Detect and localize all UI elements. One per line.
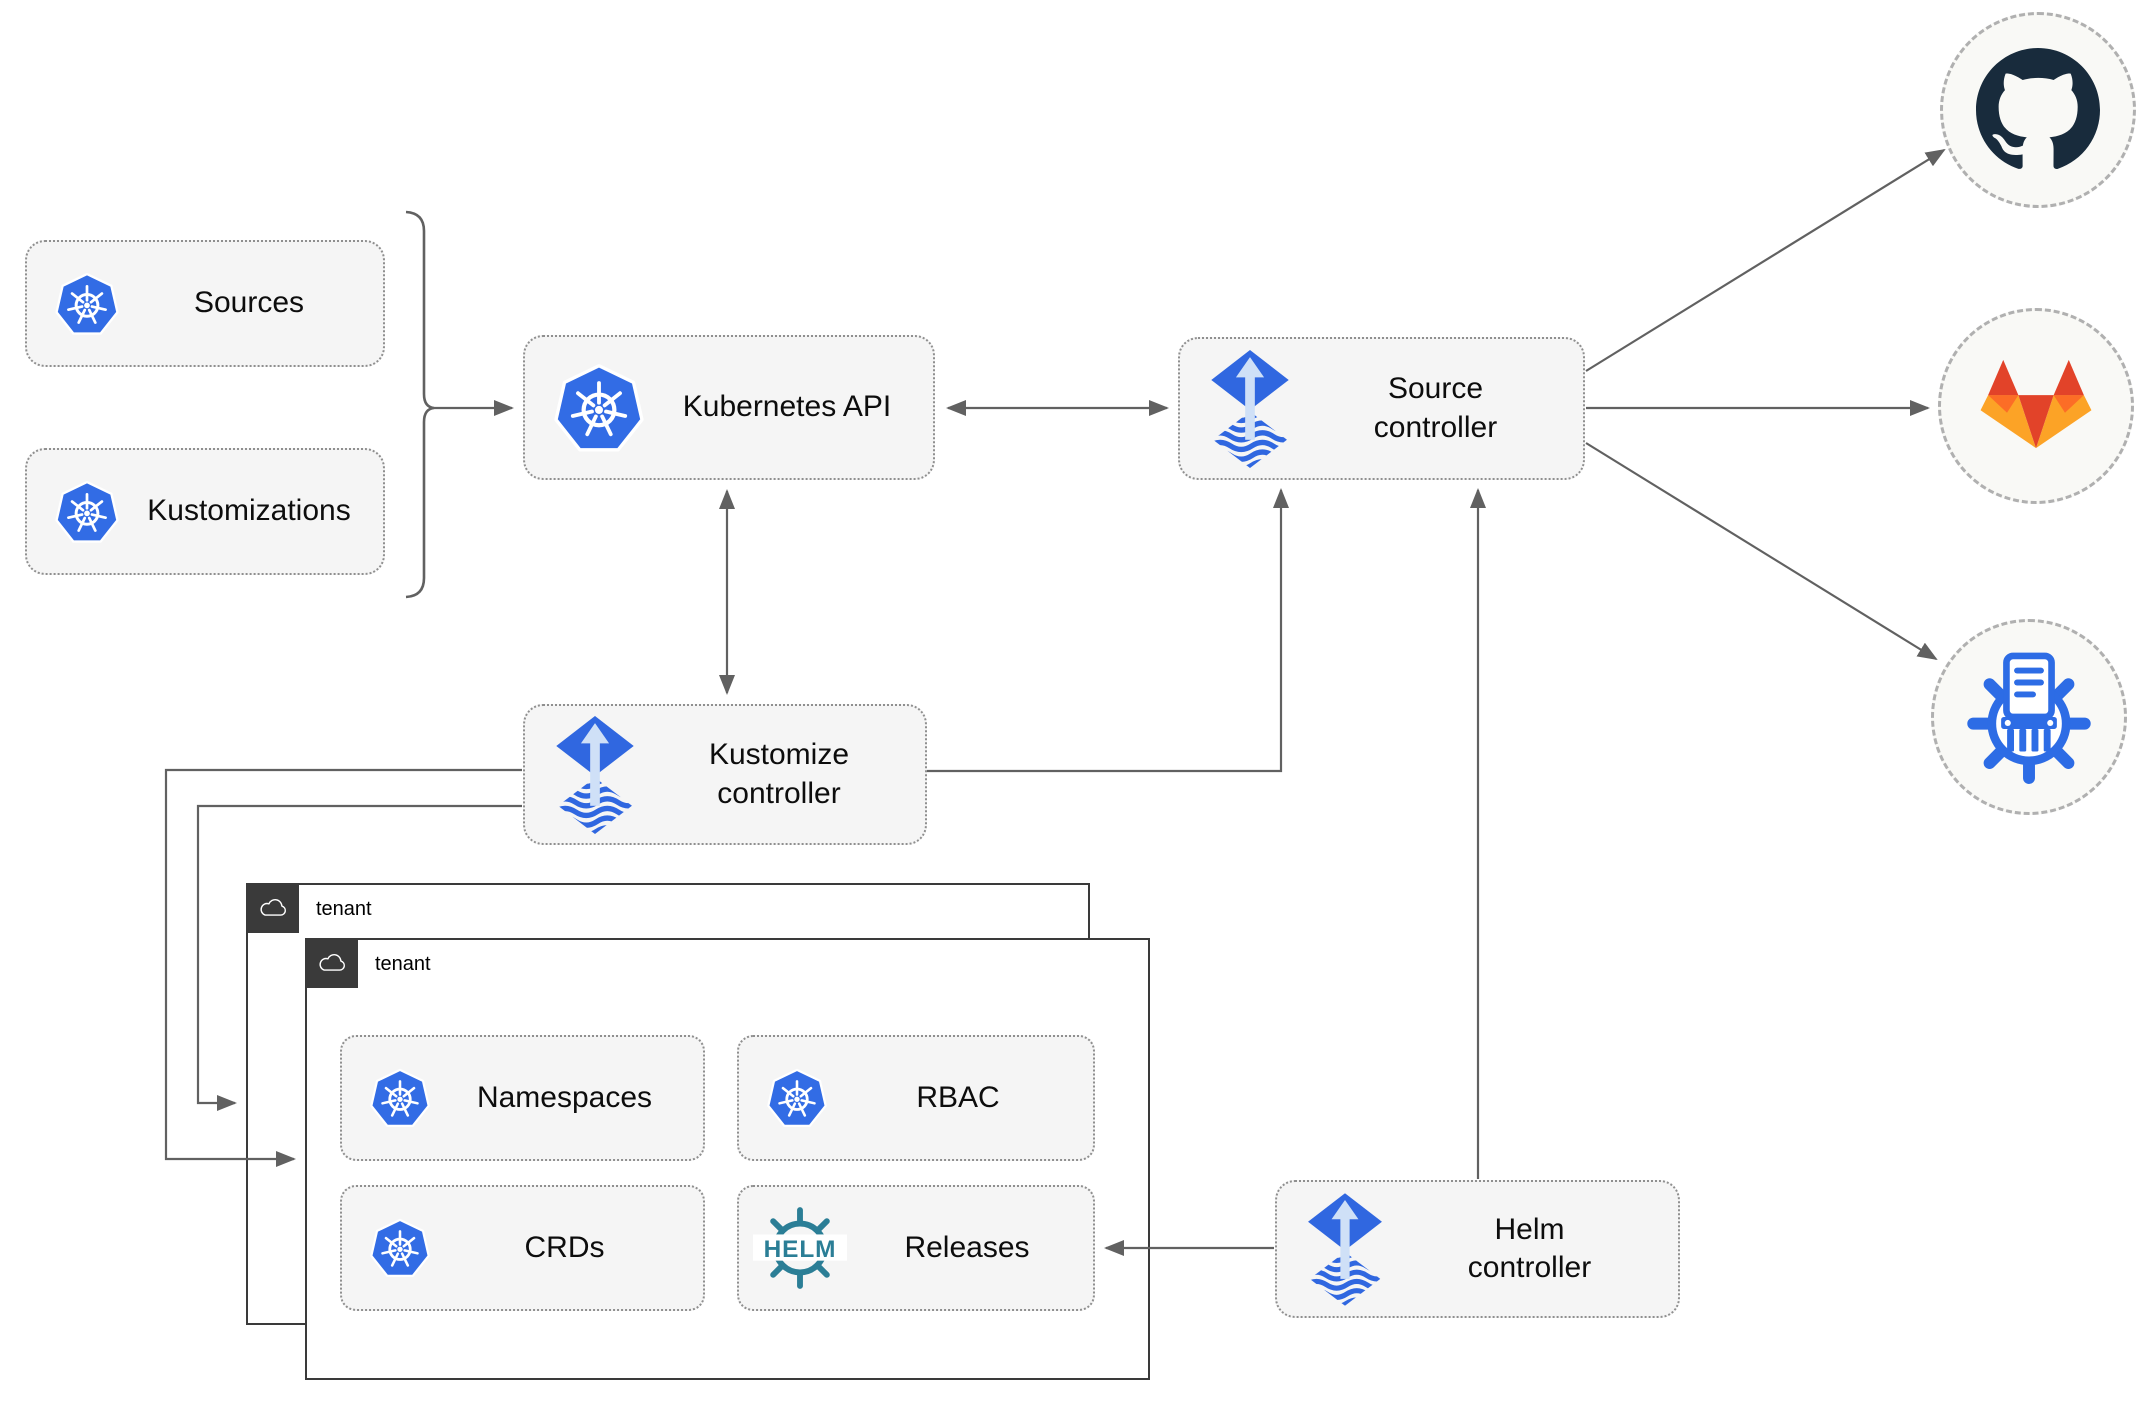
- edge-group-brace: [405, 210, 435, 599]
- tenant-label: tenant: [375, 953, 431, 975]
- kubernetes-icon: [53, 478, 121, 546]
- tenant-tab: [305, 938, 358, 988]
- crds-node: CRDs: [340, 1185, 705, 1311]
- sources-node: Sources: [25, 240, 385, 367]
- kubernetes-api-node: Kubernetes API: [523, 335, 935, 480]
- edge-kustomize-to-source-controller: [927, 488, 1289, 773]
- chart-repository-provider: [1931, 619, 2127, 815]
- helm-controller-label-text: Helm controller: [1467, 1212, 1592, 1284]
- kubernetes-icon: [53, 270, 121, 338]
- flux-icon: [1303, 1193, 1387, 1306]
- kubernetes-api-label: Kubernetes API: [682, 390, 892, 424]
- namespaces-label: Namespaces: [476, 1080, 653, 1114]
- gitlab-provider: [1938, 308, 2134, 504]
- github-provider: [1940, 12, 2136, 208]
- namespaces-node: Namespaces: [340, 1035, 705, 1161]
- github-icon: [1976, 48, 2100, 169]
- kubernetes-icon: [765, 1066, 829, 1130]
- source-controller-label: Source controller: [1304, 370, 1567, 447]
- rbac-node: RBAC: [737, 1035, 1095, 1161]
- releases-node: HELM Releases: [737, 1185, 1095, 1311]
- kustomize-controller-label: Kustomize controller: [649, 736, 909, 813]
- releases-label: Releases: [904, 1230, 1030, 1264]
- flux-icon: [1206, 350, 1294, 468]
- edge-source-to-chart-repository: [1585, 442, 1938, 661]
- kubernetes-icon: [551, 360, 647, 456]
- kustomize-controller-node: Kustomize controller: [523, 704, 927, 845]
- kubernetes-icon: [368, 1216, 432, 1280]
- helm-controller-node: Helm controller: [1275, 1180, 1680, 1318]
- crds-label: CRDs: [524, 1230, 605, 1264]
- kustomizations-label: Kustomizations: [147, 494, 351, 528]
- kustomize-controller-label-text: Kustomize controller: [708, 738, 850, 810]
- flux-icon: [551, 716, 639, 834]
- helm-icon: HELM: [753, 1207, 847, 1289]
- rbac-label: RBAC: [916, 1080, 1000, 1114]
- tenant-label: tenant: [316, 898, 372, 920]
- cloud-icon: [256, 895, 290, 921]
- helm-controller-label: Helm controller: [1397, 1211, 1662, 1288]
- chart-repository-icon: [1967, 652, 2091, 785]
- kustomizations-node: Kustomizations: [25, 448, 385, 575]
- sources-label: Sources: [193, 286, 305, 320]
- source-controller-label-text: Source controller: [1373, 372, 1498, 444]
- cloud-icon: [315, 950, 349, 976]
- tenant-tab: [246, 883, 299, 933]
- helm-icon-text: HELM: [764, 1236, 837, 1263]
- gitlab-icon: [1980, 359, 2092, 448]
- edge-source-to-github: [1585, 148, 1946, 372]
- source-controller-node: Source controller: [1178, 337, 1585, 480]
- kubernetes-icon: [368, 1066, 432, 1130]
